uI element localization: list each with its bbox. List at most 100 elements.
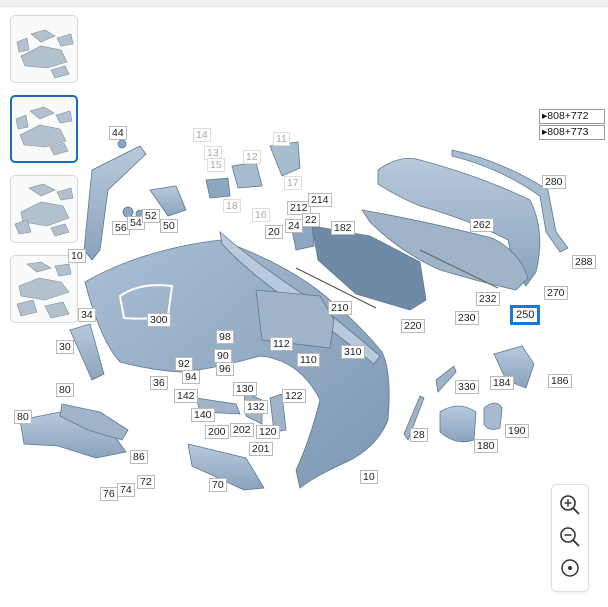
zoom-out-button[interactable]	[558, 525, 582, 549]
part-label[interactable]: 310	[341, 345, 365, 359]
rear-panel-part	[361, 209, 529, 291]
part-label[interactable]: 80	[56, 383, 74, 397]
clip-part	[117, 139, 127, 149]
thumbnail-diagram	[16, 261, 72, 319]
part-label[interactable]: 18	[223, 199, 241, 213]
part-label[interactable]: 232	[476, 292, 500, 306]
top-bar	[0, 0, 608, 7]
side-support-part	[69, 323, 105, 381]
part-label[interactable]: 11	[273, 132, 290, 146]
part-label[interactable]: 28	[410, 428, 428, 442]
part-label[interactable]: 52	[142, 209, 160, 223]
part-label[interactable]: 54	[127, 216, 145, 230]
zoom-controls	[551, 484, 589, 592]
trim-strip-part	[435, 365, 457, 393]
reference-link[interactable]: ▸808+773	[539, 125, 605, 140]
part-label[interactable]: 13	[204, 146, 222, 160]
part-label[interactable]: 98	[216, 330, 234, 344]
part-label[interactable]: 80	[14, 410, 32, 424]
part-label[interactable]: 130	[233, 382, 257, 396]
bracket-part	[269, 393, 287, 433]
part-label[interactable]: 230	[455, 311, 479, 325]
rail-part	[295, 267, 377, 309]
part-label[interactable]: 280	[542, 175, 566, 189]
part-label[interactable]: 86	[130, 450, 148, 464]
part-label[interactable]: 212	[287, 201, 311, 215]
selected-part-label[interactable]: 250	[510, 305, 541, 325]
reference-links: ▸808+772 ▸808+773	[539, 109, 605, 141]
part-label[interactable]: 50	[160, 219, 178, 233]
lower-bracket-part	[59, 403, 129, 441]
part-label[interactable]: 140	[191, 408, 215, 422]
part-label[interactable]: 270	[544, 286, 568, 300]
part-label[interactable]: 24	[285, 219, 303, 233]
reference-link[interactable]: ▸808+772	[539, 109, 605, 124]
bracket-part	[231, 161, 263, 189]
part-label[interactable]: 200	[205, 425, 229, 439]
rod-part	[419, 249, 499, 289]
part-label[interactable]: 16	[252, 208, 270, 222]
part-label[interactable]: 14	[193, 128, 211, 142]
part-label[interactable]: 142	[174, 389, 198, 403]
part-label[interactable]: 202	[230, 423, 254, 437]
part-label[interactable]: 10	[360, 470, 378, 484]
zoom-out-icon	[560, 527, 580, 547]
diffuser-part	[377, 157, 541, 287]
part-label[interactable]: 262	[470, 218, 494, 232]
part-label[interactable]: 36	[150, 376, 168, 390]
part-label[interactable]: 220	[401, 319, 425, 333]
reset-view-button[interactable]	[558, 556, 582, 580]
part-label[interactable]: 288	[572, 255, 596, 269]
part-label[interactable]: 190	[505, 424, 529, 438]
side-bracket-part	[83, 145, 147, 261]
thumbnail-strip	[10, 15, 80, 335]
part-label[interactable]: 74	[117, 483, 135, 497]
part-label[interactable]: 10	[68, 249, 86, 263]
part-label[interactable]: 22	[302, 213, 320, 227]
zoom-in-button[interactable]	[558, 493, 582, 517]
bracket-part	[149, 185, 187, 217]
part-label[interactable]: 182	[331, 221, 355, 235]
thumbnail-view-3[interactable]	[10, 175, 78, 243]
part-label[interactable]: 34	[78, 308, 96, 322]
thumbnail-view-1[interactable]	[10, 15, 78, 83]
part-label[interactable]: 44	[109, 126, 127, 140]
bracket-part	[269, 141, 301, 177]
part-label[interactable]: 300	[147, 313, 171, 327]
part-label[interactable]: 186	[548, 374, 572, 388]
zoom-in-icon	[560, 495, 580, 515]
trim-strip-part	[403, 395, 425, 441]
part-label[interactable]: 94	[182, 370, 200, 384]
diffuser-trim-part	[451, 149, 569, 253]
part-label[interactable]: 12	[243, 150, 261, 164]
inner-panel-part	[255, 289, 335, 349]
part-label[interactable]: 184	[490, 376, 514, 390]
part-label[interactable]: 214	[308, 193, 332, 207]
part-label[interactable]: 120	[256, 425, 280, 439]
part-label[interactable]: 210	[328, 301, 352, 315]
part-label[interactable]: 112	[270, 337, 293, 351]
part-label[interactable]: 20	[265, 225, 283, 239]
part-label[interactable]: 30	[56, 340, 74, 354]
part-label[interactable]: 90	[214, 349, 232, 363]
thumbnail-diagram	[16, 29, 74, 79]
part-label[interactable]: 201	[249, 442, 273, 456]
part-label[interactable]: 96	[216, 362, 234, 376]
part-label[interactable]: 15	[207, 158, 225, 172]
part-label[interactable]: 110	[297, 353, 320, 367]
target-icon	[561, 559, 579, 577]
part-label[interactable]: 122	[282, 389, 306, 403]
part-label[interactable]: 180	[474, 439, 498, 453]
part-label[interactable]: 330	[455, 380, 479, 394]
part-label[interactable]: 92	[175, 357, 193, 371]
part-label[interactable]: 17	[284, 176, 302, 190]
thumbnail-diagram	[14, 183, 74, 237]
part-label[interactable]: 76	[100, 487, 118, 501]
thumbnail-view-4[interactable]	[10, 255, 78, 323]
part-label[interactable]: 72	[137, 475, 155, 489]
part-label[interactable]: 70	[209, 478, 227, 492]
part-label[interactable]: 132	[244, 400, 268, 414]
bracket-part	[205, 177, 231, 199]
thumbnail-view-2[interactable]	[10, 95, 78, 163]
